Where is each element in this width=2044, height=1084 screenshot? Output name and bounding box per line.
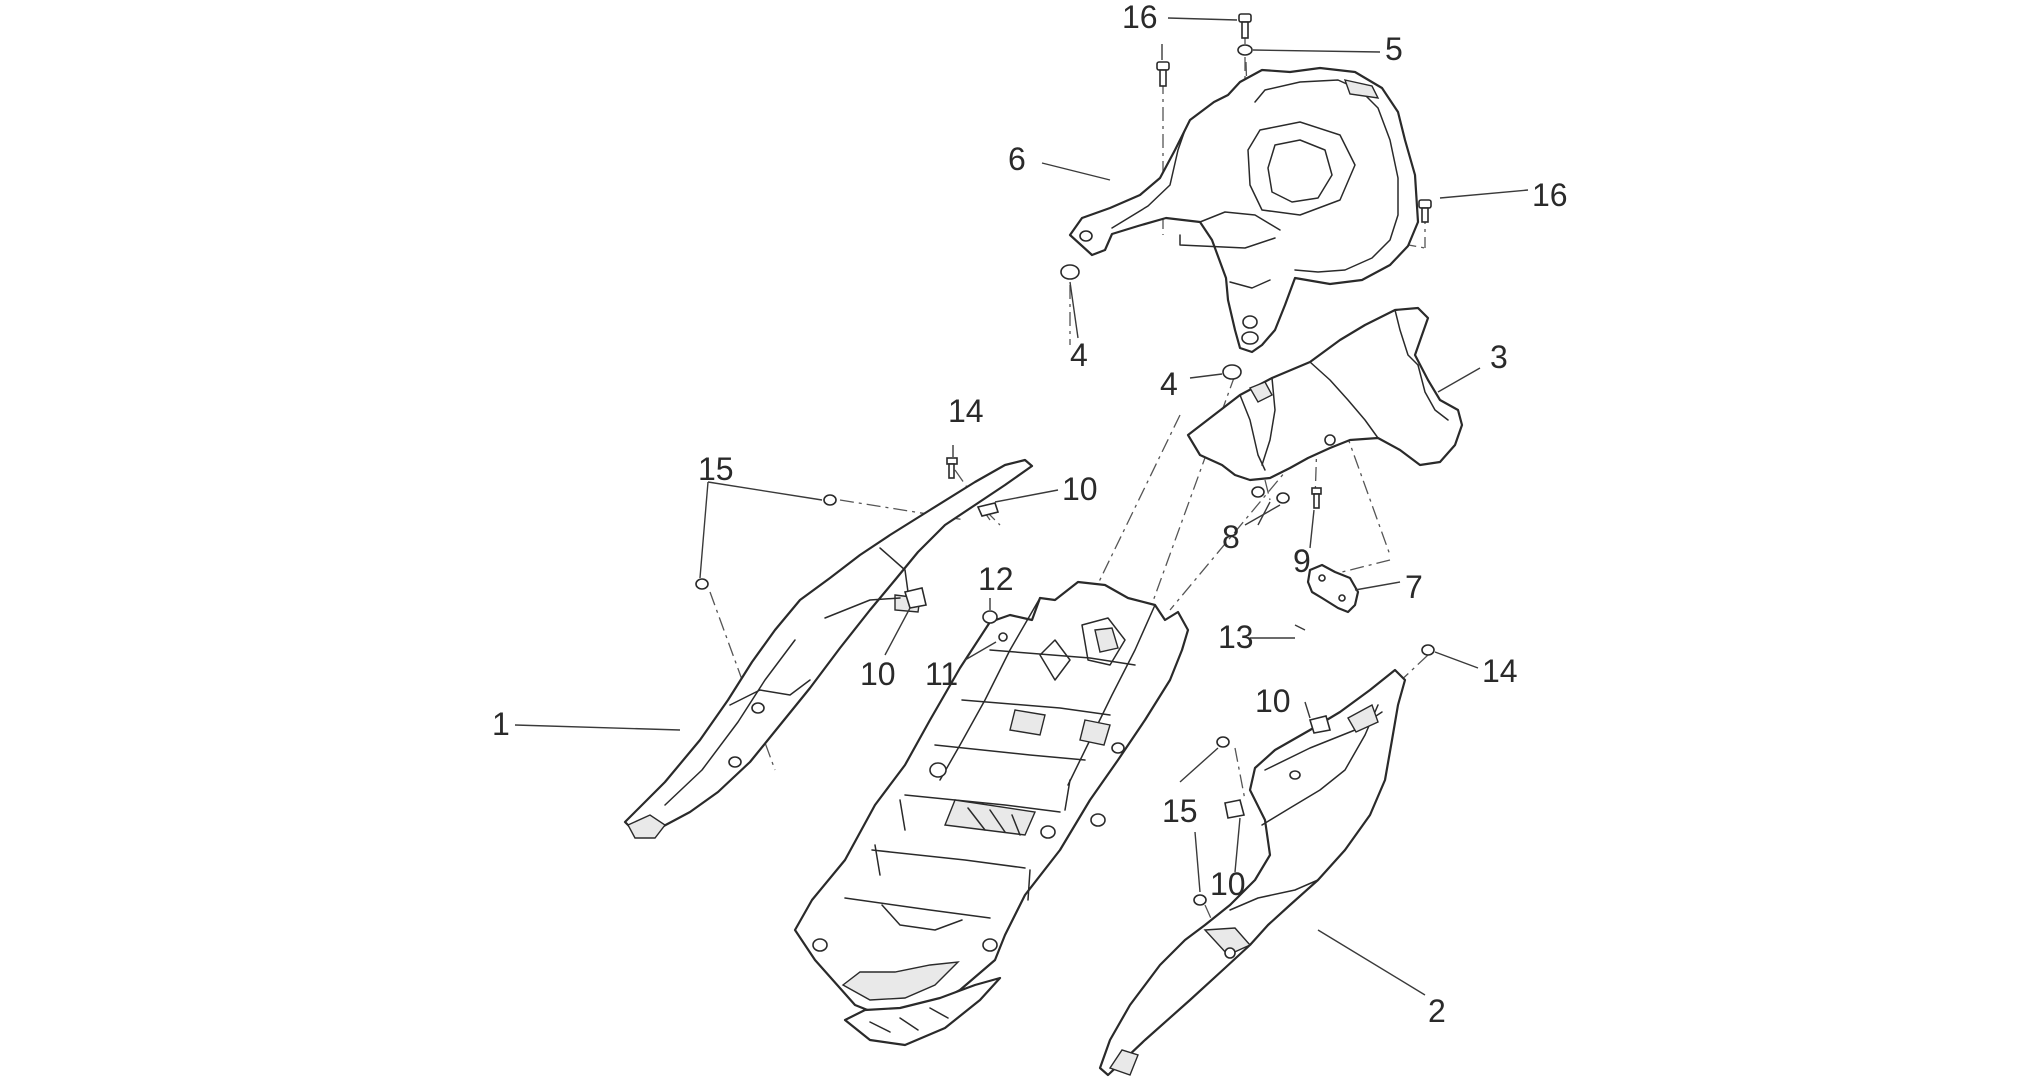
- callout-16-right: 16: [1532, 177, 1568, 213]
- callout-10-lower-left: 10: [860, 656, 896, 692]
- callout-14-right: 14: [1482, 653, 1518, 689]
- undertray-assembly: [793, 580, 1190, 1047]
- callout-10-bottom: 10: [1210, 866, 1246, 902]
- callout-16-top: 16: [1122, 0, 1158, 35]
- callout-15-left: 15: [698, 451, 734, 487]
- leader-lines: [514, 17, 1529, 996]
- callout-5: 5: [1385, 31, 1403, 67]
- callout-8: 8: [1222, 519, 1240, 555]
- part-2-right-side-panel: [1098, 668, 1407, 1077]
- part-3-rear-fender: [1186, 306, 1464, 482]
- callout-4-right: 4: [1160, 366, 1178, 402]
- callout-6: 6: [1008, 141, 1026, 177]
- callout-10-right: 10: [1255, 683, 1291, 719]
- callout-15-right: 15: [1162, 793, 1198, 829]
- callout-3: 3: [1490, 339, 1508, 375]
- callout-10-upper: 10: [1062, 471, 1098, 507]
- hardware-items: [695, 13, 1435, 906]
- callout-1: 1: [492, 706, 510, 742]
- callout-11: 11: [925, 656, 958, 692]
- callout-4-left: 4: [1070, 337, 1088, 373]
- callout-14-left: 14: [948, 393, 984, 429]
- callout-labels: 16 5 6 16 4 4 3 14 15 10 8 9 12 7 13 10 …: [492, 0, 1568, 1029]
- callout-2: 2: [1428, 993, 1446, 1029]
- part-6-rear-frame: [1068, 66, 1420, 354]
- callout-7: 7: [1405, 569, 1423, 605]
- part-1-left-side-panel: [623, 458, 1034, 839]
- callout-9: 9: [1293, 543, 1311, 579]
- callout-13: 13: [1218, 619, 1254, 655]
- part-7-bracket: [1306, 563, 1360, 614]
- callout-12: 12: [978, 561, 1014, 597]
